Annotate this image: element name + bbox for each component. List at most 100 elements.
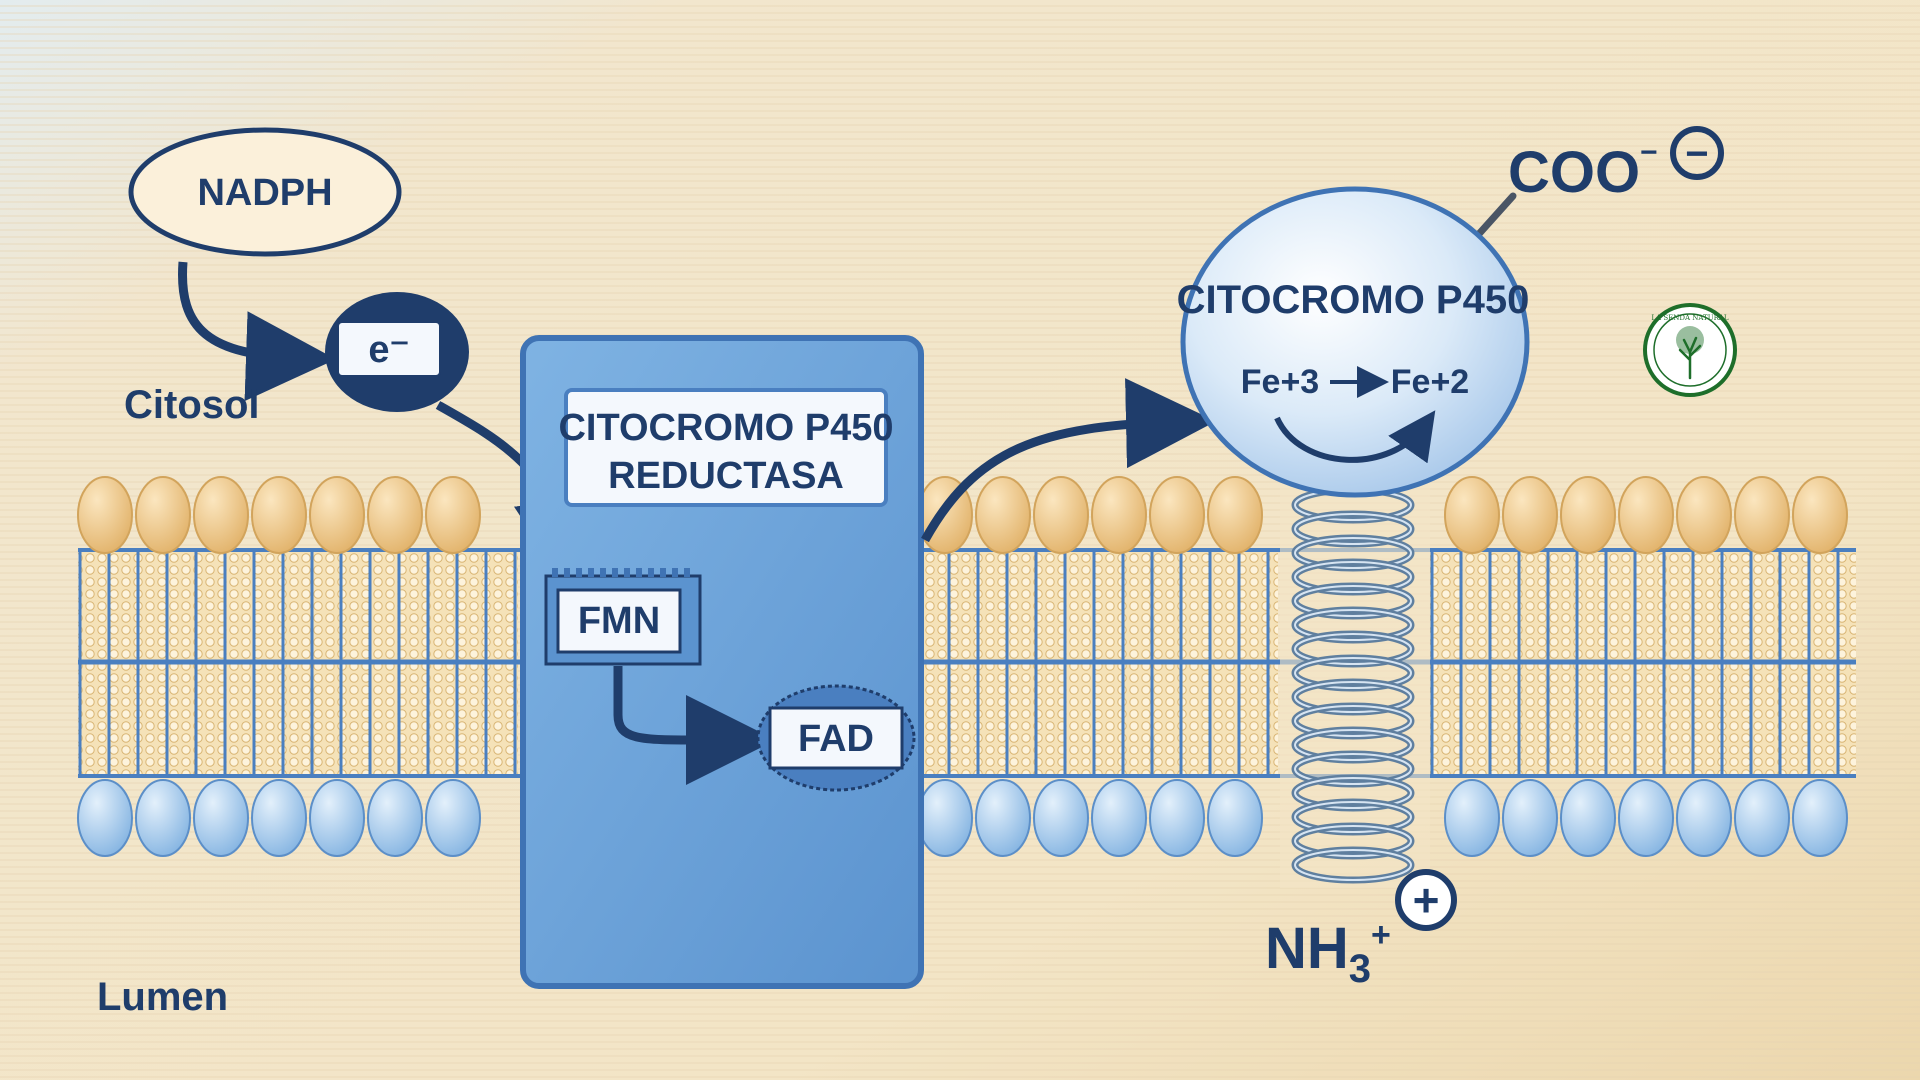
phospholipid-head-bottom <box>1091 779 1147 857</box>
helix-turn-highlight <box>1294 561 1412 593</box>
fmn-tooth <box>672 568 678 577</box>
phospholipid-head-top <box>1091 476 1147 554</box>
fe3-label: Fe+3 <box>1241 363 1319 401</box>
fmn-cofactor: FMN <box>544 568 702 666</box>
helix-turn-highlight <box>1294 585 1412 617</box>
phospholipid-head-bottom <box>1734 779 1790 857</box>
coo-label: COO <box>1508 140 1640 205</box>
helix-turn-highlight <box>1294 777 1412 809</box>
phospholipid-head-bottom <box>1618 779 1674 857</box>
fmn-tooth <box>576 568 582 577</box>
helix-turn-highlight <box>1294 609 1412 641</box>
phospholipid-head-bottom <box>1207 779 1263 857</box>
phospholipid-head-bottom <box>1149 779 1205 857</box>
fad-cofactor: FAD <box>756 684 916 792</box>
helix-turn-highlight <box>1294 633 1412 665</box>
lumen-label: Lumen <box>97 975 228 1019</box>
phospholipid-head-bottom <box>309 779 365 857</box>
cytochrome-p450: CITOCROMO P450 Fe+3 Fe+2 <box>1177 186 1530 498</box>
helix-turn-highlight <box>1294 753 1412 785</box>
helix-turn-highlight <box>1294 681 1412 713</box>
phospholipid-head-top <box>1149 476 1205 554</box>
phospholipid-head-bottom <box>917 779 973 857</box>
phospholipid-head-top <box>77 476 133 554</box>
fmn-tooth <box>600 568 606 577</box>
minus-sign: − <box>1685 132 1708 176</box>
tree-icon <box>1678 336 1702 380</box>
citosol-label: Citosol <box>124 383 260 427</box>
helix-turn-highlight <box>1294 537 1412 569</box>
fe2-label: Fe+2 <box>1391 363 1469 401</box>
phospholipid-head-bottom <box>1033 779 1089 857</box>
nadph-label: NADPH <box>197 172 332 214</box>
arrow-reductase-to-p450 <box>921 378 1216 543</box>
reductase-label-line1: CITOCROMO P450 <box>558 407 893 449</box>
logo-text: LA SENDA NATURAL <box>1651 314 1729 322</box>
helix-turn-highlight <box>1294 729 1412 761</box>
phospholipid-head-top <box>193 476 249 554</box>
helix-turn-highlight <box>1294 705 1412 737</box>
fmn-tooth <box>636 568 642 577</box>
fmn-tooth <box>588 568 594 577</box>
fad-label: FAD <box>798 718 874 760</box>
p450-sphere <box>1180 186 1530 498</box>
phospholipid-head-bottom <box>1444 779 1500 857</box>
arrow-nadph-to-electron <box>178 261 336 402</box>
electron-node: e⁻ <box>325 292 469 412</box>
phospholipid-head-top <box>975 476 1031 554</box>
transmembrane-helix <box>1280 468 1430 888</box>
reduction-curve-arrow <box>1274 410 1436 464</box>
fmn-tooth <box>564 568 570 577</box>
phospholipid-head-bottom <box>77 779 133 857</box>
helix-turn-highlight <box>1294 657 1412 689</box>
fmn-label: FMN <box>578 600 660 642</box>
phospholipid-heads-bottom <box>77 779 1848 857</box>
reductase-label-box <box>564 388 888 507</box>
helix-turn-highlight <box>1294 849 1412 881</box>
nh3-base: NH <box>1265 916 1349 981</box>
helix-coils <box>1291 486 1415 884</box>
phospholipid-head-top <box>425 476 481 554</box>
phospholipid-head-top <box>367 476 423 554</box>
nh3-superscript: + <box>1371 916 1391 954</box>
nh3-label: NH3+ <box>1265 916 1391 991</box>
fmn-tooth <box>660 568 666 577</box>
phospholipid-head-top <box>1792 476 1848 554</box>
minus-charge-icon <box>1670 126 1724 180</box>
fmn-tooth <box>612 568 618 577</box>
phospholipid-head-bottom <box>1792 779 1848 857</box>
phospholipid-head-top <box>1560 476 1616 554</box>
fmn-teeth <box>552 568 690 577</box>
fmn-tooth <box>684 568 690 577</box>
phospholipid-head-top <box>309 476 365 554</box>
p450-title: CITOCROMO P450 <box>1177 278 1530 322</box>
phospholipid-head-top <box>1734 476 1790 554</box>
n-terminus-label: NH3+ + <box>1265 869 1457 991</box>
plus-charge-icon <box>1395 869 1457 931</box>
fmn-tooth <box>552 568 558 577</box>
coo-charge: − <box>1640 136 1658 169</box>
phospholipid-head-top <box>1444 476 1500 554</box>
helix-turn-highlight <box>1294 825 1412 857</box>
lipid-bilayer <box>77 476 1856 857</box>
phospholipid-head-bottom <box>1560 779 1616 857</box>
helix-turn-highlight <box>1294 801 1412 833</box>
helix-turn-highlight <box>1294 513 1412 545</box>
arrow-fmn-to-fad <box>613 666 776 785</box>
phospholipid-head-bottom <box>193 779 249 857</box>
phospholipid-head-top <box>1207 476 1263 554</box>
cytochrome-p450-reductase: CITOCROMO P450 REDUCTASA FMN FAD <box>520 335 924 989</box>
fmn-tooth <box>624 568 630 577</box>
c-terminus-label: COO − − <box>1508 126 1724 205</box>
phospholipid-head-bottom <box>975 779 1031 857</box>
c-terminus-stalk <box>1474 192 1517 239</box>
logo-la-senda-natural: LA SENDA NATURAL <box>1643 303 1737 397</box>
plus-sign: + <box>1413 874 1440 926</box>
phospholipid-head-bottom <box>1676 779 1732 857</box>
nadph-node: NADPH <box>128 127 402 257</box>
phospholipid-head-bottom <box>251 779 307 857</box>
nh3-subscript: 3 <box>1349 947 1371 991</box>
phospholipid-head-top <box>1676 476 1732 554</box>
reductase-label-line2: REDUCTASA <box>608 455 844 497</box>
